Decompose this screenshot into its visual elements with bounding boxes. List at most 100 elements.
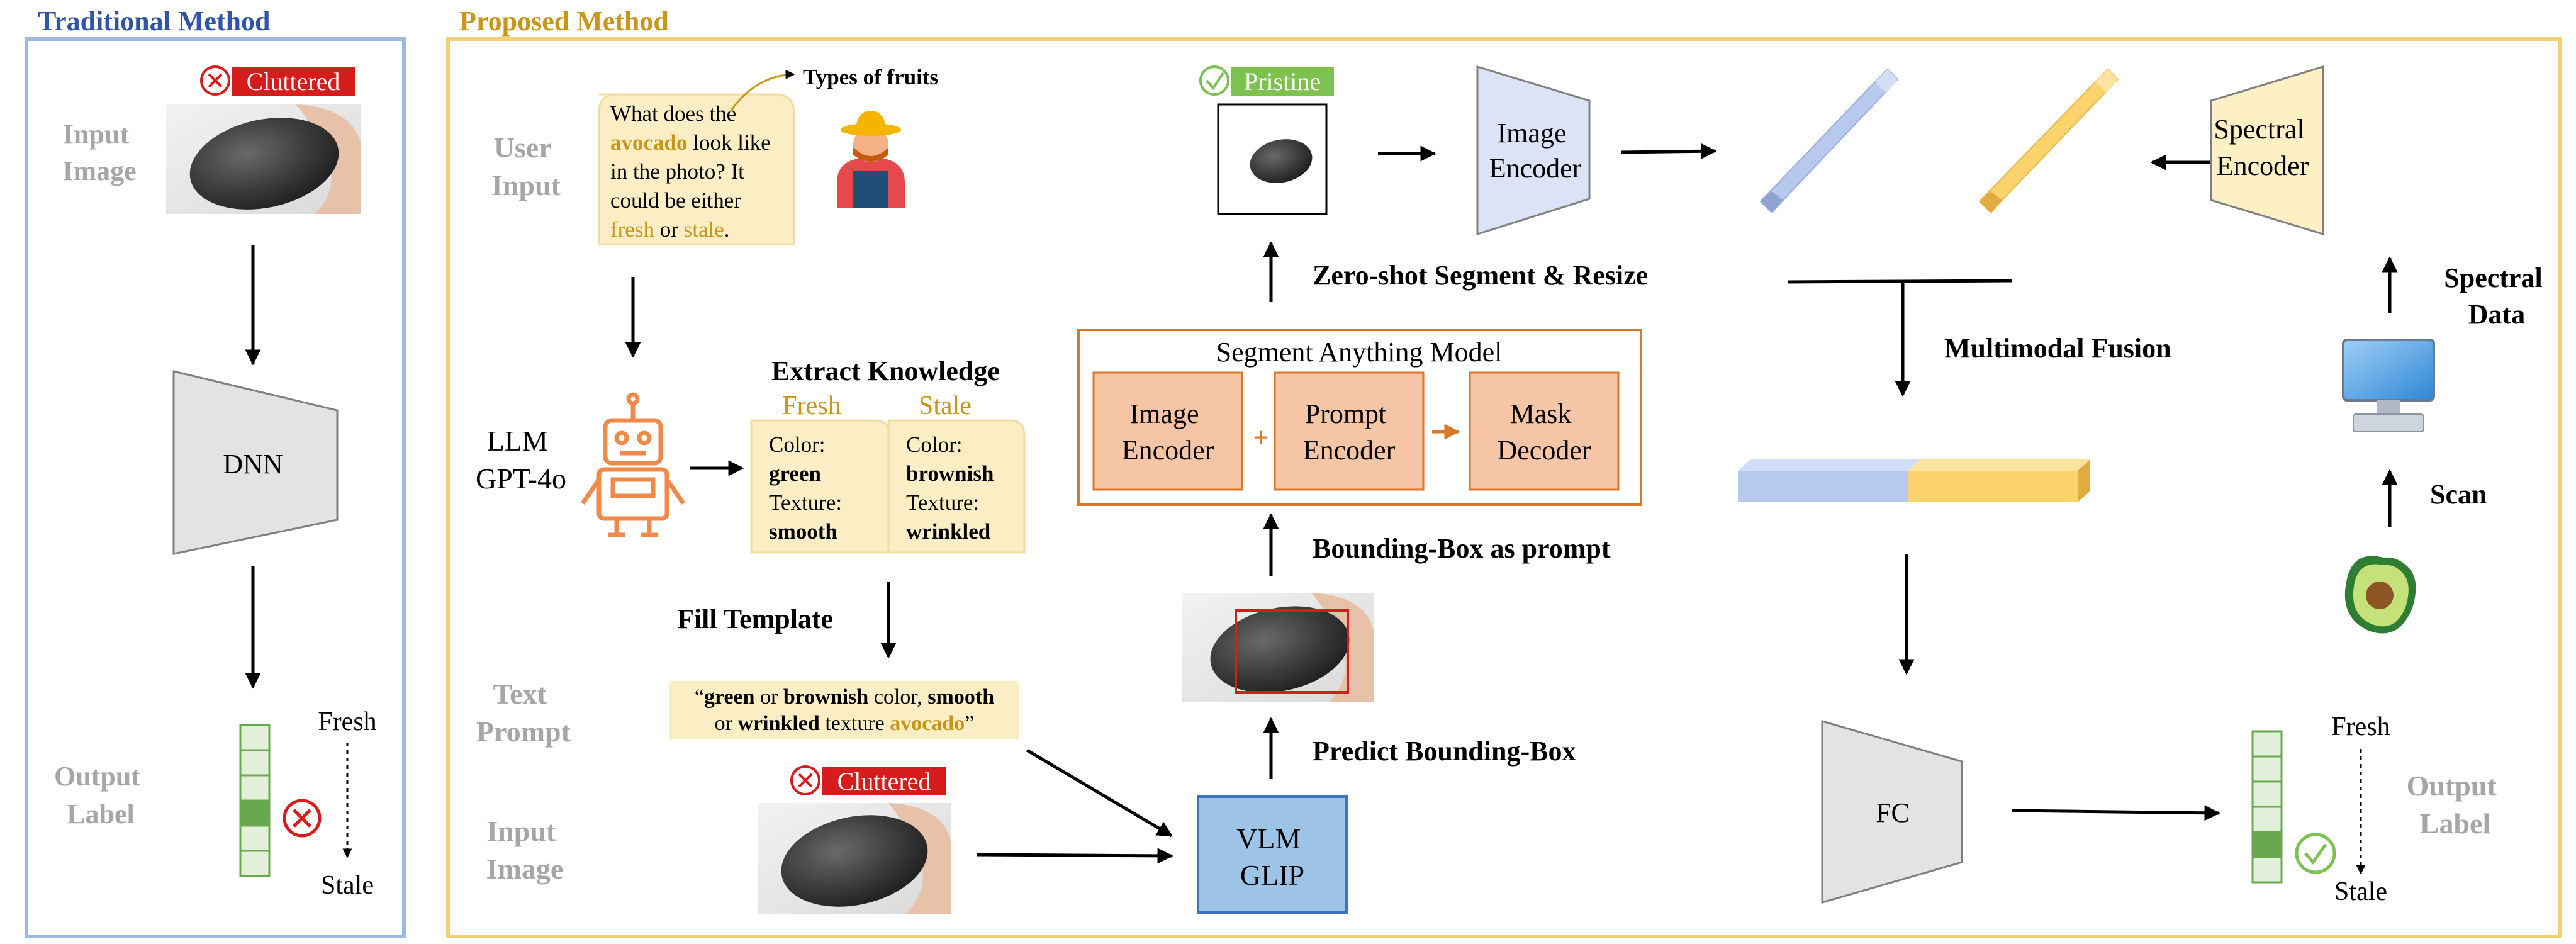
sam-prompt-encoder-label: Prompt Encoder bbox=[1303, 398, 1396, 466]
plus-icon: + bbox=[1253, 422, 1268, 453]
spectral-feature-block bbox=[1978, 68, 2119, 214]
text-run: What does the bbox=[610, 101, 736, 126]
card-line: brownish bbox=[906, 461, 994, 486]
proposed-method-panel bbox=[446, 37, 2562, 938]
fresh-header: Fresh bbox=[782, 391, 841, 420]
computer-icon bbox=[2342, 339, 2435, 432]
bounding-box bbox=[1235, 609, 1349, 694]
traditional-output-label: Output Label bbox=[54, 761, 147, 829]
prompt-to-vlm-arrow bbox=[1026, 748, 1173, 838]
user-input-label: User Input bbox=[491, 132, 561, 201]
proposed-input-image bbox=[758, 803, 951, 914]
zero-shot-label: Zero-shot Segment & Resize bbox=[1313, 260, 1648, 291]
sam-mask-decoder-label: Mask Decoder bbox=[1497, 398, 1591, 466]
wrong-x-icon bbox=[283, 799, 322, 838]
stale-header: Stale bbox=[919, 391, 972, 420]
text-prompt-text: “green or brownish color, smooth or wrink… bbox=[695, 685, 994, 735]
card-line: Color: bbox=[769, 432, 825, 457]
proposed-fresh-label: Fresh bbox=[2331, 712, 2390, 741]
text-run: or bbox=[755, 685, 783, 709]
question-note bbox=[598, 93, 795, 245]
text-run: green bbox=[704, 685, 755, 709]
vlm-glip-label: VLM GLIP bbox=[1236, 823, 1308, 891]
proposed-method-title: Proposed Method bbox=[459, 6, 669, 37]
spectral-data-label: Spectral Data bbox=[2444, 262, 2549, 330]
farmer-icon bbox=[837, 111, 905, 208]
text-run: could be either bbox=[610, 188, 741, 213]
text-run: or bbox=[715, 712, 738, 735]
text-run: color, bbox=[868, 685, 927, 709]
traditional-method-panel bbox=[25, 37, 406, 938]
fusion-bar bbox=[1788, 279, 2013, 284]
fused-feature-vector bbox=[1738, 459, 2090, 502]
text-run: in the photo? It bbox=[610, 159, 744, 184]
text-run: “ bbox=[695, 685, 704, 709]
traditional-cluttered-label: Cluttered bbox=[247, 67, 340, 96]
text-run: avocado bbox=[610, 130, 688, 155]
stale-card bbox=[887, 419, 1026, 554]
traditional-cluttered-badge: Cluttered bbox=[200, 65, 355, 96]
proposed-stale-label: Stale bbox=[2334, 877, 2387, 906]
correct-check-icon bbox=[2295, 833, 2336, 874]
vlm-glip-block bbox=[1197, 795, 1348, 914]
traditional-input-image bbox=[166, 104, 361, 214]
predict-bbox-label: Predict Bounding-Box bbox=[1313, 736, 1576, 767]
sam-prompt-encoder bbox=[1274, 371, 1425, 491]
text-run: look like bbox=[688, 130, 771, 155]
dnn-label: DNN bbox=[223, 449, 283, 480]
robot-icon bbox=[581, 392, 685, 537]
spectral-encoder-label: Spectral Encoder bbox=[2214, 114, 2311, 181]
proposed-output-vector bbox=[2251, 730, 2283, 884]
dnn-block bbox=[172, 370, 339, 555]
sam-image-encoder bbox=[1092, 371, 1243, 491]
pristine-image bbox=[1217, 103, 1328, 215]
card-line: Texture: bbox=[906, 490, 979, 515]
card-line: Texture: bbox=[769, 490, 842, 515]
proposed-output-label: Output Label bbox=[2407, 770, 2504, 840]
types-arrow bbox=[729, 69, 795, 113]
scan-label: Scan bbox=[2430, 479, 2487, 510]
proposed-cluttered-label: Cluttered bbox=[837, 767, 931, 795]
bbox-image bbox=[1182, 593, 1374, 702]
proposed-input-image-label: Input Image bbox=[486, 815, 564, 885]
extract-knowledge-label: Extract Knowledge bbox=[771, 356, 1000, 386]
fc-block bbox=[1821, 720, 1963, 904]
text-run: smooth bbox=[927, 685, 994, 709]
traditional-stale-label: Stale bbox=[321, 871, 374, 900]
image-encoder-label: Image Encoder bbox=[1489, 118, 1582, 184]
avocado-icon bbox=[189, 118, 339, 210]
text-run: stale bbox=[684, 217, 724, 242]
fc-to-output-arrow bbox=[2012, 805, 2220, 821]
image-feature-block bbox=[1759, 68, 1899, 214]
types-of-fruits-label: Types of fruits bbox=[803, 65, 938, 89]
card-line: smooth bbox=[769, 519, 837, 544]
traditional-input-label: Input Image bbox=[62, 119, 136, 186]
card-line: wrinkled bbox=[906, 519, 991, 544]
text-run: ” bbox=[965, 712, 974, 735]
fill-template-label: Fill Template bbox=[677, 604, 833, 634]
avocado-icon bbox=[1250, 139, 1313, 183]
encoder-to-feature-arrow bbox=[1620, 143, 1717, 159]
text-run: wrinkled bbox=[737, 712, 819, 735]
text-prompt-box bbox=[669, 681, 1019, 739]
bbox-prompt-label: Bounding-Box as prompt bbox=[1313, 533, 1611, 564]
multimodal-fusion-label: Multimodal Fusion bbox=[1944, 333, 2171, 364]
card-line: Color: bbox=[906, 432, 962, 457]
sam-title: Segment Anything Model bbox=[1216, 337, 1503, 368]
text-run: brownish bbox=[783, 685, 869, 709]
pristine-label: Pristine bbox=[1244, 67, 1321, 96]
text-run: . bbox=[724, 217, 730, 242]
avocado-icon bbox=[1210, 606, 1350, 693]
pristine-badge: Pristine bbox=[1199, 65, 1334, 96]
traditional-fresh-label: Fresh bbox=[318, 707, 376, 736]
text-run: fresh bbox=[610, 217, 654, 242]
spectral-encoder-block bbox=[2210, 65, 2324, 236]
question-text: What does the avocado look like in the pho… bbox=[610, 101, 771, 242]
avocado-icon bbox=[781, 815, 928, 907]
llm-label: LLM GPT-4o bbox=[476, 425, 566, 495]
text-prompt-label: Text Prompt bbox=[476, 678, 571, 748]
text-run: or bbox=[654, 217, 684, 242]
sam-mask-decoder bbox=[1469, 371, 1620, 491]
